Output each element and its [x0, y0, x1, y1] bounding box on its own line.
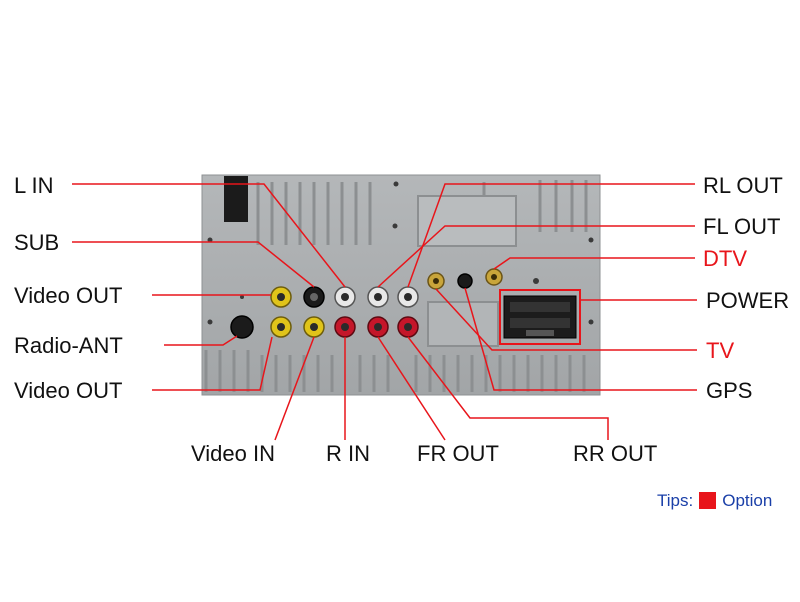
rca-jack-rl-out — [397, 286, 419, 308]
power-connector — [503, 295, 577, 339]
rca-jack-l-in — [334, 286, 356, 308]
leader-video-in — [274, 336, 315, 441]
screw-holes — [207, 181, 594, 325]
label-gps: GPS — [706, 378, 753, 403]
dtv-antenna-connector — [485, 268, 503, 286]
tips-suffix: Option — [722, 491, 773, 510]
panel-lower-recess — [427, 301, 499, 347]
leader-l-in — [72, 183, 346, 288]
leader-rl-out — [407, 183, 695, 288]
panel-tab — [224, 176, 248, 222]
tv-antenna-connector — [427, 272, 445, 290]
radio-antenna-socket — [230, 315, 254, 339]
power-connector-option-outline — [499, 289, 581, 345]
label-video-in: Video IN — [191, 441, 275, 466]
label-tv: TV — [706, 338, 735, 363]
leader-rr-out — [407, 336, 609, 440]
rca-jack-video-out-bottom — [270, 316, 292, 338]
leader-radio-ant — [164, 335, 238, 346]
label-rr-out: RR OUT — [573, 441, 658, 466]
rca-jack-video-in — [303, 316, 325, 338]
label-sub: SUB — [14, 230, 60, 255]
tips-legend: Tips: Option — [657, 492, 772, 509]
label-video-out-bottom: Video OUT — [14, 378, 123, 403]
leader-tv — [435, 288, 697, 351]
label-l-in: L IN — [14, 173, 54, 198]
rca-jack-sub — [303, 286, 325, 308]
leader-lines — [72, 183, 697, 441]
leader-fr-out — [377, 336, 446, 441]
label-r-in: R IN — [326, 441, 370, 466]
label-radio-ant: Radio-ANT — [14, 333, 123, 358]
label-fl-out: FL OUT — [703, 214, 781, 239]
leader-dtv — [493, 257, 695, 270]
panel-top-grooves — [256, 180, 588, 245]
tips-prefix: Tips: — [657, 491, 694, 510]
rca-jack-rr-out — [397, 316, 419, 338]
rca-jack-fr-out — [367, 316, 389, 338]
panel-bottom-grooves — [204, 350, 586, 392]
gps-antenna-connector — [457, 273, 473, 289]
leader-video-out-bottom — [152, 336, 273, 391]
leader-fl-out — [377, 225, 695, 288]
rca-jack-fl-out — [367, 286, 389, 308]
label-rl-out: RL OUT — [703, 173, 783, 198]
label-power: POWER — [706, 288, 790, 313]
rca-jack-video-out-top — [270, 286, 292, 308]
panel-recess — [417, 195, 517, 247]
leader-gps — [464, 287, 697, 391]
leader-sub — [72, 241, 315, 288]
option-swatch-icon — [699, 492, 717, 509]
label-video-out-top: Video OUT — [14, 283, 123, 308]
label-fr-out: FR OUT — [417, 441, 499, 466]
rca-jack-r-in — [334, 316, 356, 338]
head-unit-back-panel — [201, 174, 601, 396]
label-dtv: DTV — [703, 246, 747, 271]
